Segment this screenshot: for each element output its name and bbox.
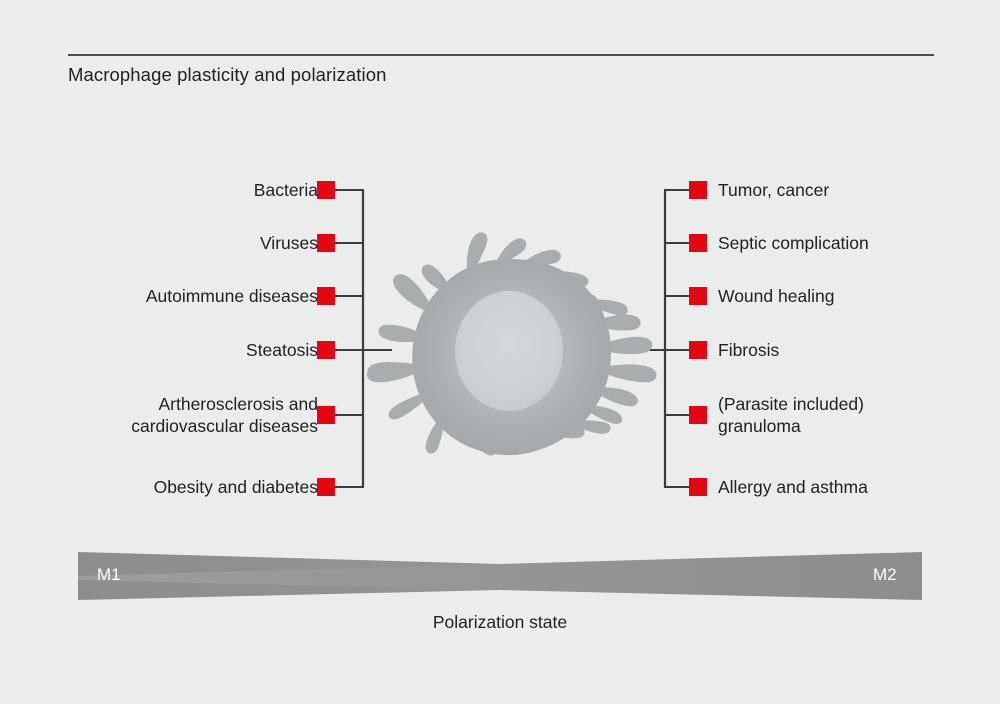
red-square-marker (317, 406, 335, 424)
m2-pole-label: M2 (873, 565, 897, 584)
red-square-marker (689, 478, 707, 496)
left-label-viruses: Viruses (259, 233, 318, 253)
red-square-marker (317, 478, 335, 496)
polarization-bar (78, 552, 922, 600)
right-label-fibrosis: Fibrosis (718, 340, 780, 360)
red-square-marker (689, 287, 707, 305)
right-markers (689, 181, 707, 496)
red-square-marker (317, 287, 335, 305)
left-label-artherosclerosis: Artherosclerosis and cardiovascular dise… (131, 394, 318, 437)
right-label-wound-healing: Wound healing (718, 286, 835, 306)
red-square-marker (689, 234, 707, 252)
left-label-steatosis: Steatosis (246, 340, 318, 360)
left-connector-bracket (334, 189, 392, 488)
right-label-parasite-granuloma: (Parasite included) granuloma (718, 394, 864, 437)
m2-wedge (78, 552, 922, 600)
right-label-septic-complication: Septic complication (718, 233, 869, 253)
right-label-allergy-and-asthma: Allergy and asthma (718, 477, 868, 497)
red-square-marker (317, 181, 335, 199)
left-label-bacteria: Bacteria (253, 180, 318, 200)
m1-pole-label: M1 (97, 565, 121, 584)
red-square-marker (689, 341, 707, 359)
page-title: Macrophage plasticity and polarization (68, 64, 387, 85)
left-markers (317, 181, 335, 496)
left-label-autoimmune-diseases: Autoimmune diseases (145, 286, 318, 306)
red-square-marker (317, 341, 335, 359)
macrophage-cell-illustration (366, 232, 657, 456)
header-rule (68, 54, 934, 56)
red-square-marker (317, 234, 335, 252)
cell-nucleus (455, 291, 563, 411)
right-label-tumor-cancer: Tumor, cancer (718, 180, 830, 200)
red-square-marker (689, 406, 707, 424)
red-square-marker (689, 181, 707, 199)
left-label-obesity-and-diabetes: Obesity and diabetes (153, 477, 318, 497)
axis-caption: Polarization state (432, 612, 568, 632)
